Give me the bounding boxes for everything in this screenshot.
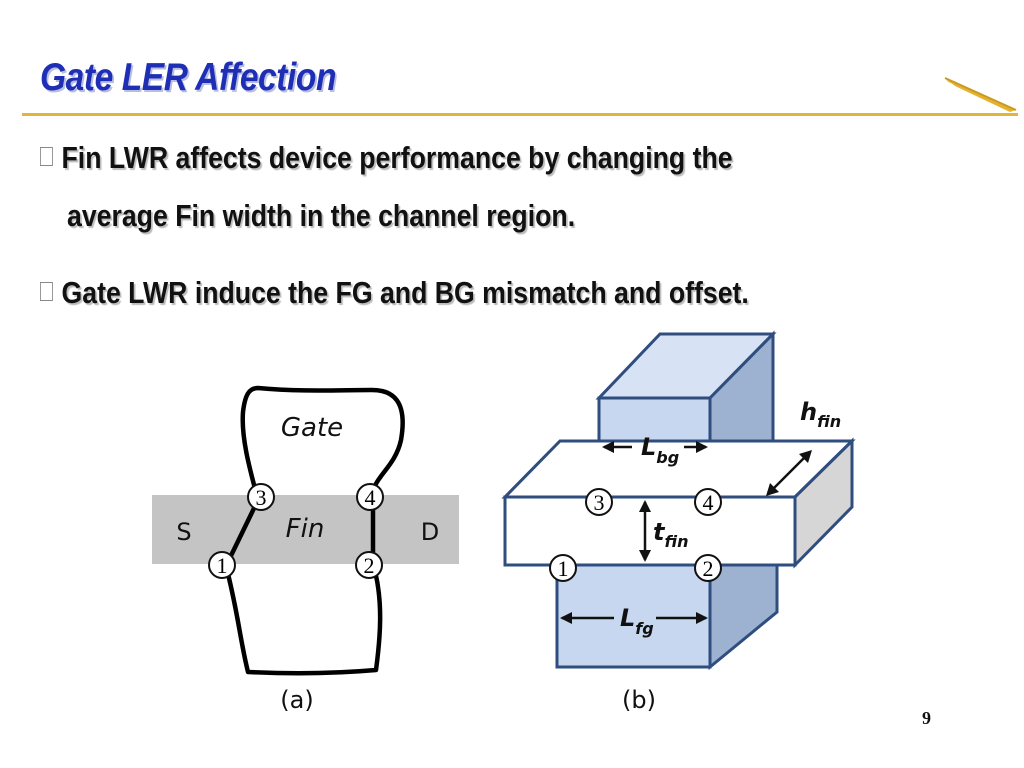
svg-text:3: 3 — [256, 485, 267, 510]
fin-label: Fin — [286, 514, 325, 544]
front-gate-front — [555, 563, 712, 669]
bullet-1-line-2: average Fin width in the channel region. — [67, 198, 576, 233]
point-marker-4: 4 — [694, 488, 722, 516]
svg-text:tfin: tfin — [653, 518, 688, 551]
lfg-dimension: Lfg — [560, 604, 708, 638]
point-marker-2: 2 — [355, 551, 383, 579]
bullet-2-line-1: Gate LWR induce the FG and BG mismatch a… — [61, 275, 749, 310]
svg-text:hfin: hfin — [800, 398, 841, 431]
title-divider — [22, 113, 1018, 116]
drain-label: D — [421, 518, 439, 546]
bullet-1-continuation: average Fin width in the channel region. — [67, 198, 575, 234]
tfin-dimension: tfin — [639, 500, 688, 562]
svg-text:1: 1 — [558, 556, 569, 581]
source-label: S — [176, 518, 191, 546]
svg-text:3: 3 — [594, 490, 605, 515]
caption-a: (a) — [280, 686, 313, 714]
svg-text:2: 2 — [364, 553, 375, 578]
hfin-dimension: hfin — [766, 398, 841, 496]
caption-b: (b) — [622, 686, 656, 714]
svg-text:2: 2 — [703, 556, 714, 581]
gate-label: Gate — [281, 413, 343, 443]
lbg-dimension: Lbg — [602, 433, 708, 467]
svg-text:4: 4 — [365, 485, 376, 510]
slide-title: Gate LER Affection — [40, 56, 337, 99]
bullet-1-line-1: Fin LWR affects device performance by ch… — [61, 140, 733, 175]
svg-text:Lfg: Lfg — [620, 604, 654, 638]
bullet-marker-icon — [40, 147, 53, 167]
point-marker-1: 1 — [549, 554, 577, 582]
point-marker-1: 1 — [208, 551, 236, 579]
figure-a: Gate Fin S D 3 4 1 2 (a) — [152, 385, 459, 714]
corner-arrow-icon — [944, 77, 1017, 112]
gate-outline — [223, 385, 405, 676]
point-marker-2: 2 — [694, 554, 722, 582]
page-number: 9 — [922, 708, 931, 728]
svg-text:1: 1 — [217, 553, 228, 578]
svg-text:Lbg: Lbg — [641, 433, 679, 467]
bullet-1: Fin LWR affects device performance by ch… — [40, 140, 733, 176]
fin-front — [503, 495, 797, 567]
front-gate-side — [708, 563, 779, 671]
bullet-marker-icon — [40, 282, 53, 302]
fin-band — [152, 495, 459, 564]
point-marker-3: 3 — [247, 483, 275, 511]
bullet-2: Gate LWR induce the FG and BG mismatch a… — [40, 275, 749, 311]
svg-text:4: 4 — [703, 490, 714, 515]
figure-b: Lbg Lfg tfin hfin 3 — [501, 330, 856, 714]
point-marker-4: 4 — [356, 483, 384, 511]
point-marker-3: 3 — [585, 488, 613, 516]
